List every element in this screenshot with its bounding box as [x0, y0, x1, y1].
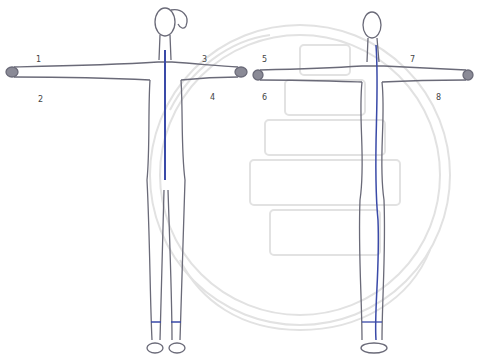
front-center-line	[164, 50, 166, 180]
callout-number: 5	[262, 56, 267, 64]
side-center-line	[376, 45, 379, 340]
callout-number: 1	[36, 56, 41, 64]
watermark	[150, 25, 450, 330]
callout-number: 2	[38, 96, 43, 104]
callout-number: 6	[262, 94, 267, 102]
callout-number: 3	[202, 56, 207, 64]
front-figure	[6, 8, 247, 353]
callout-number: 7	[410, 56, 415, 64]
callout-number: 8	[436, 94, 441, 102]
callout-number: 4	[210, 94, 215, 102]
side-figure	[253, 12, 473, 353]
